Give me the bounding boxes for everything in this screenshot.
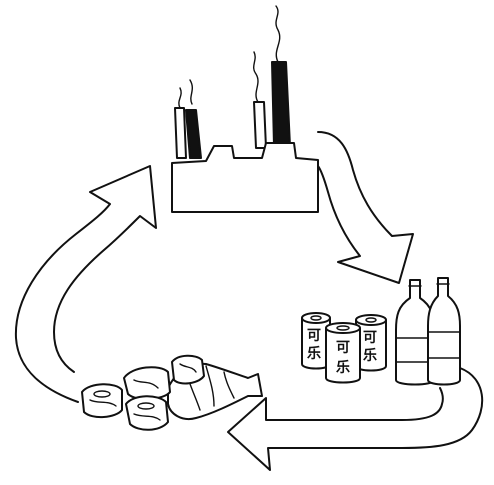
can-label-char-2: 乐 bbox=[336, 359, 350, 376]
crushed-can-3 bbox=[81, 383, 123, 418]
factory-building bbox=[171, 142, 319, 213]
smoke-plume-mid bbox=[253, 51, 259, 103]
crushed-can-1 bbox=[171, 354, 205, 385]
chimney-left-white bbox=[174, 107, 187, 159]
products-group: 可 乐 可 乐 可 乐 bbox=[301, 277, 461, 386]
can-label-char-1: 可 bbox=[336, 340, 350, 356]
crushed-can-4 bbox=[125, 395, 169, 431]
cola-can-1: 可 乐 bbox=[301, 312, 331, 370]
arrow-factory-to-products bbox=[317, 131, 414, 284]
factory bbox=[171, 5, 319, 213]
arrow-waste-to-factory bbox=[14, 165, 157, 403]
can-label-char-2: 乐 bbox=[363, 347, 377, 364]
chimney-mid bbox=[253, 101, 267, 149]
chimney-tall bbox=[271, 61, 291, 147]
can-label-char-2: 乐 bbox=[307, 345, 321, 362]
bottle-2 bbox=[427, 277, 461, 386]
waste-pile bbox=[81, 354, 263, 431]
can-label-char-1: 可 bbox=[363, 330, 377, 346]
chimney-left-black bbox=[185, 109, 202, 159]
arrow-products-to-waste bbox=[227, 367, 484, 471]
cola-can-3: 可 乐 bbox=[325, 322, 361, 384]
cola-can-2: 可 乐 bbox=[355, 314, 387, 372]
smoke-plume-tall bbox=[275, 5, 281, 63]
smoke-plume-left-2 bbox=[189, 79, 193, 105]
can-label-char-1: 可 bbox=[307, 328, 321, 344]
smoke-plume-left-1 bbox=[178, 87, 182, 109]
